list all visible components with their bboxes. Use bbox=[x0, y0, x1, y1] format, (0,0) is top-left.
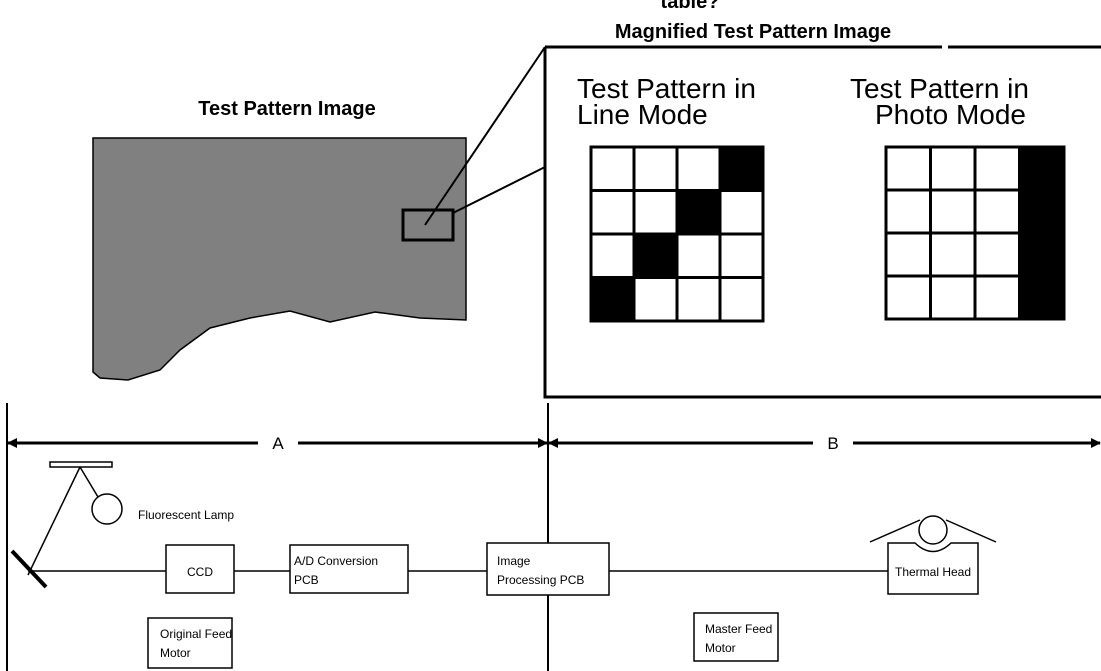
magnified-title: Magnified Test Pattern Image bbox=[615, 21, 891, 43]
grid-cell bbox=[929, 188, 977, 235]
grid-cell bbox=[632, 276, 679, 323]
callout-line-lower bbox=[452, 166, 546, 214]
ad-conversion-pcb-box bbox=[289, 544, 409, 594]
grid-cell bbox=[973, 188, 1021, 235]
grid-cell bbox=[929, 274, 977, 321]
light-path-line bbox=[27, 466, 81, 576]
original-feed-motor-label-2: Motor bbox=[160, 646, 191, 660]
grid-cell bbox=[589, 232, 636, 279]
thermal-head-arm-right bbox=[945, 519, 997, 543]
photo-mode-label-1: Test Pattern in bbox=[850, 73, 1029, 104]
test-pattern-image bbox=[92, 137, 467, 381]
thermal-head-roller-icon bbox=[918, 515, 948, 545]
section-b-label: B bbox=[827, 434, 838, 453]
grid-cell bbox=[632, 189, 679, 236]
ad-conversion-label-1: A/D Conversion bbox=[294, 554, 378, 568]
ad-conversion-label-2: PCB bbox=[294, 573, 319, 587]
line-mode-grid bbox=[589, 145, 765, 323]
grid-cell bbox=[884, 231, 932, 278]
section-a-label: A bbox=[272, 434, 284, 453]
line-mode-label-2: Line Mode bbox=[577, 99, 708, 130]
magnified-panel-frame bbox=[543, 45, 1101, 399]
ccd-label: CCD bbox=[187, 565, 213, 579]
grid-cell bbox=[675, 276, 722, 323]
mirror-icon bbox=[10, 549, 48, 589]
image-processing-label-2: Processing PCB bbox=[497, 573, 584, 587]
grid-cell bbox=[884, 188, 932, 235]
thermal-head-box bbox=[887, 542, 979, 595]
thermal-head-label: Thermal Head bbox=[895, 565, 971, 579]
grid-cell bbox=[675, 145, 722, 192]
callout-line-upper bbox=[424, 46, 546, 226]
ccd-box bbox=[165, 544, 235, 594]
grid-cell bbox=[884, 145, 932, 192]
scanner-glass-icon bbox=[49, 461, 113, 468]
grid-cell bbox=[973, 231, 1021, 278]
grid-cell bbox=[1018, 145, 1066, 192]
master-feed-motor-box bbox=[693, 612, 779, 662]
thermal-head-arm-left bbox=[869, 519, 921, 543]
grid-cell bbox=[718, 276, 765, 323]
grid-cell bbox=[973, 145, 1021, 192]
image-processing-pcb-box bbox=[486, 542, 610, 596]
grid-cell bbox=[1018, 274, 1066, 321]
photo-mode-label-2: Photo Mode bbox=[875, 99, 1026, 130]
original-feed-motor-box bbox=[147, 617, 233, 669]
grid-cell bbox=[1018, 231, 1066, 278]
grid-cell bbox=[718, 232, 765, 279]
test-pattern-image-label: Test Pattern Image bbox=[198, 98, 375, 120]
grid-cell bbox=[884, 274, 932, 321]
lamp-path-line bbox=[79, 466, 99, 498]
grid-cell bbox=[675, 189, 722, 236]
grid-cell bbox=[1018, 188, 1066, 235]
grid-cell bbox=[718, 145, 765, 192]
grid-cell bbox=[675, 232, 722, 279]
grid-cell bbox=[589, 276, 636, 323]
grid-cell bbox=[632, 232, 679, 279]
grid-cell bbox=[929, 231, 977, 278]
fluorescent-lamp-icon bbox=[91, 493, 123, 525]
grid-cell bbox=[632, 145, 679, 192]
line-mode-label-1: Test Pattern in bbox=[577, 73, 756, 104]
grid-cell bbox=[589, 189, 636, 236]
cut-off-title: table? bbox=[661, 0, 720, 13]
image-processing-label-1: Image bbox=[497, 554, 531, 568]
grid-cell bbox=[718, 189, 765, 236]
photo-mode-grid bbox=[884, 145, 1066, 321]
original-feed-motor-label-1: Original Feed bbox=[160, 627, 232, 641]
master-feed-motor-label-2: Motor bbox=[705, 641, 736, 655]
magnify-region-box bbox=[401, 208, 455, 242]
grid-cell bbox=[973, 274, 1021, 321]
fluorescent-lamp-label: Fluorescent Lamp bbox=[138, 508, 234, 522]
grid-cell bbox=[929, 145, 977, 192]
grid-cell bbox=[589, 145, 636, 192]
master-feed-motor-label-1: Master Feed bbox=[705, 622, 772, 636]
